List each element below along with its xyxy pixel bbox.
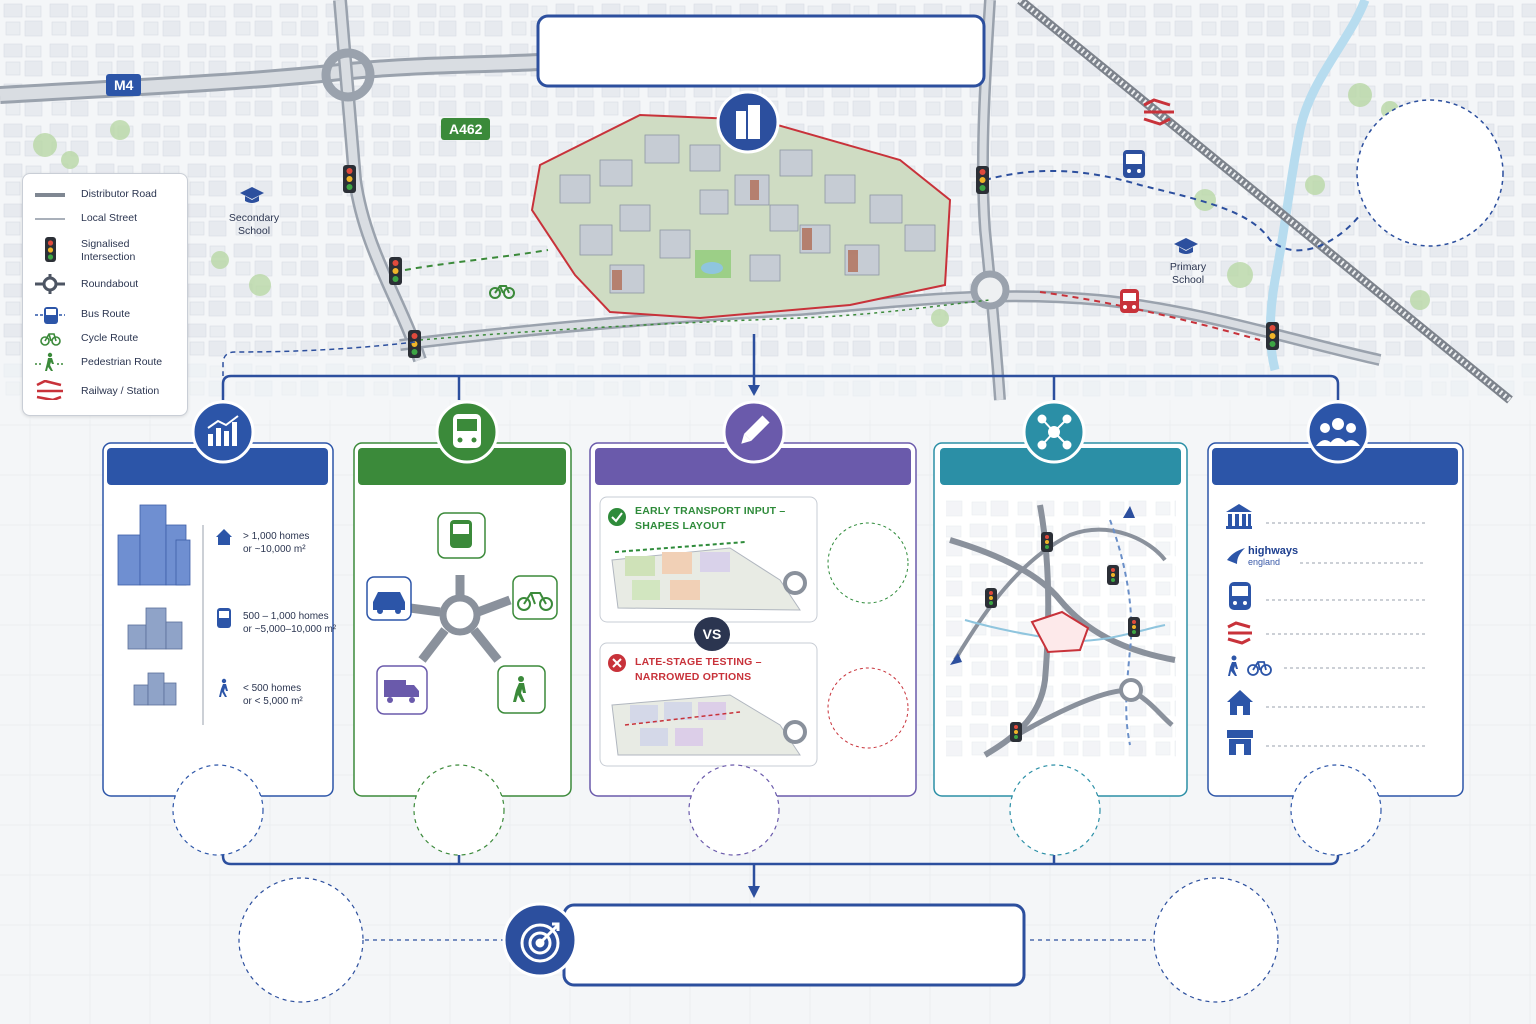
car-icon [366,576,412,621]
outcome-box [562,903,1026,987]
title-box [536,14,986,88]
bus-icon [35,307,65,324]
target-icon [520,922,560,963]
traffic-light-icon [1266,322,1279,350]
traffic-light-icon [343,165,356,193]
scale-tier-large: > 1,000 homes or ~10,000 m² [243,531,310,555]
highways-england-logo [1227,548,1245,564]
early-layout-sketch [611,541,807,611]
cycle-route [404,249,549,271]
local-street-line [35,218,65,220]
primary-school-label: Primary School [1169,261,1207,286]
building-icon [736,105,760,139]
placeholder-circle [238,877,364,1003]
late-layout-sketch [611,694,807,756]
m4-road-badge: M4 [106,74,142,96]
bicycle-icon [489,285,515,299]
a462-road-badge: A462 [441,118,491,140]
panel-timing [589,400,917,797]
legend-label: Bus Route [81,308,131,320]
distributor-road-line [35,193,65,197]
panel-network [933,400,1188,797]
brand-line-1: highways [1248,545,1299,557]
late-testing-title: LATE-STAGE TESTING – NARROWED OPTIONS [635,656,762,683]
traffic-light-icon [45,237,56,262]
building-cluster-small [133,672,177,706]
building-cluster-large [117,504,191,586]
national-rail-icon [1143,98,1174,126]
placeholder-circle [1356,99,1504,247]
panel-scale [102,400,334,797]
house-icon [1227,690,1253,715]
building-cluster-medium [127,607,183,650]
roundabout-icon [35,274,65,294]
early-input-title: EARLY TRANSPORT INPUT – SHAPES LAYOUT [635,505,786,532]
panel-modes [353,400,572,797]
placeholder-circle [1153,877,1279,1003]
national-rail-icon [1227,621,1252,645]
graduation-cap-icon [1174,238,1198,254]
lorry-icon [376,665,428,715]
traffic-light-icon [408,330,421,358]
legend-label: Distributor Road [81,188,157,200]
pencil-icon [741,415,770,444]
legend-label: Railway / Station [81,385,160,397]
bus-icon [1123,150,1145,178]
map-legend: Distributor Road Local Street Signalised… [22,173,188,416]
legend-label: Signalised Intersection [81,238,136,263]
development-site [530,113,952,320]
pedestrian-icon [497,665,546,714]
roundabout-east [970,270,1010,310]
legend-label: Pedestrian Route [81,356,163,368]
bus-icon [217,608,231,628]
panel-stakeholders [1207,400,1464,797]
bicycle-icon [512,575,558,620]
roundabout-north [321,48,375,102]
panel-placeholder-circles [172,764,1382,856]
pedestrian-icon [35,352,65,371]
legend-label: Roundabout [81,278,139,290]
house-icon [216,529,232,545]
scale-tier-small: < 500 homes or < 5,000 m² [243,683,303,707]
network-map [946,500,1176,758]
roundabout-junction [409,575,512,663]
bus-icon [1120,289,1139,313]
bicycle-icon [40,333,61,346]
scale-tier-medium: 500 – 1,000 homes or ~5,000–10,000 m² [243,611,337,635]
graduation-cap-icon [240,187,264,203]
national-rail-icon [36,380,63,400]
tree-patches [33,83,1430,327]
government-building-icon [1226,504,1252,529]
traffic-light-icon [389,257,402,285]
vs-badge: VS [694,617,730,651]
legend-label: Local Street [81,212,138,224]
shop-icon [1227,730,1253,755]
highways-england-wordmark: highways england [1248,546,1298,568]
legend-label: Cycle Route [81,332,139,344]
traffic-light-icon [976,166,989,194]
bus-icon [437,512,486,559]
bus-icon [453,414,481,448]
secondary-school-label: Secondary School [228,212,280,237]
walk-cycle-icon [1228,655,1272,676]
dashed-branch [222,341,416,376]
network-icon [1037,414,1072,450]
people-group-icon [1316,418,1360,446]
pedestrian-icon [219,678,228,697]
bus-route-dashed [984,169,1361,252]
railway [1017,0,1513,404]
brand-line-2: england [1248,557,1281,567]
bar-chart-icon [207,415,239,446]
bus-icon [1229,582,1251,610]
